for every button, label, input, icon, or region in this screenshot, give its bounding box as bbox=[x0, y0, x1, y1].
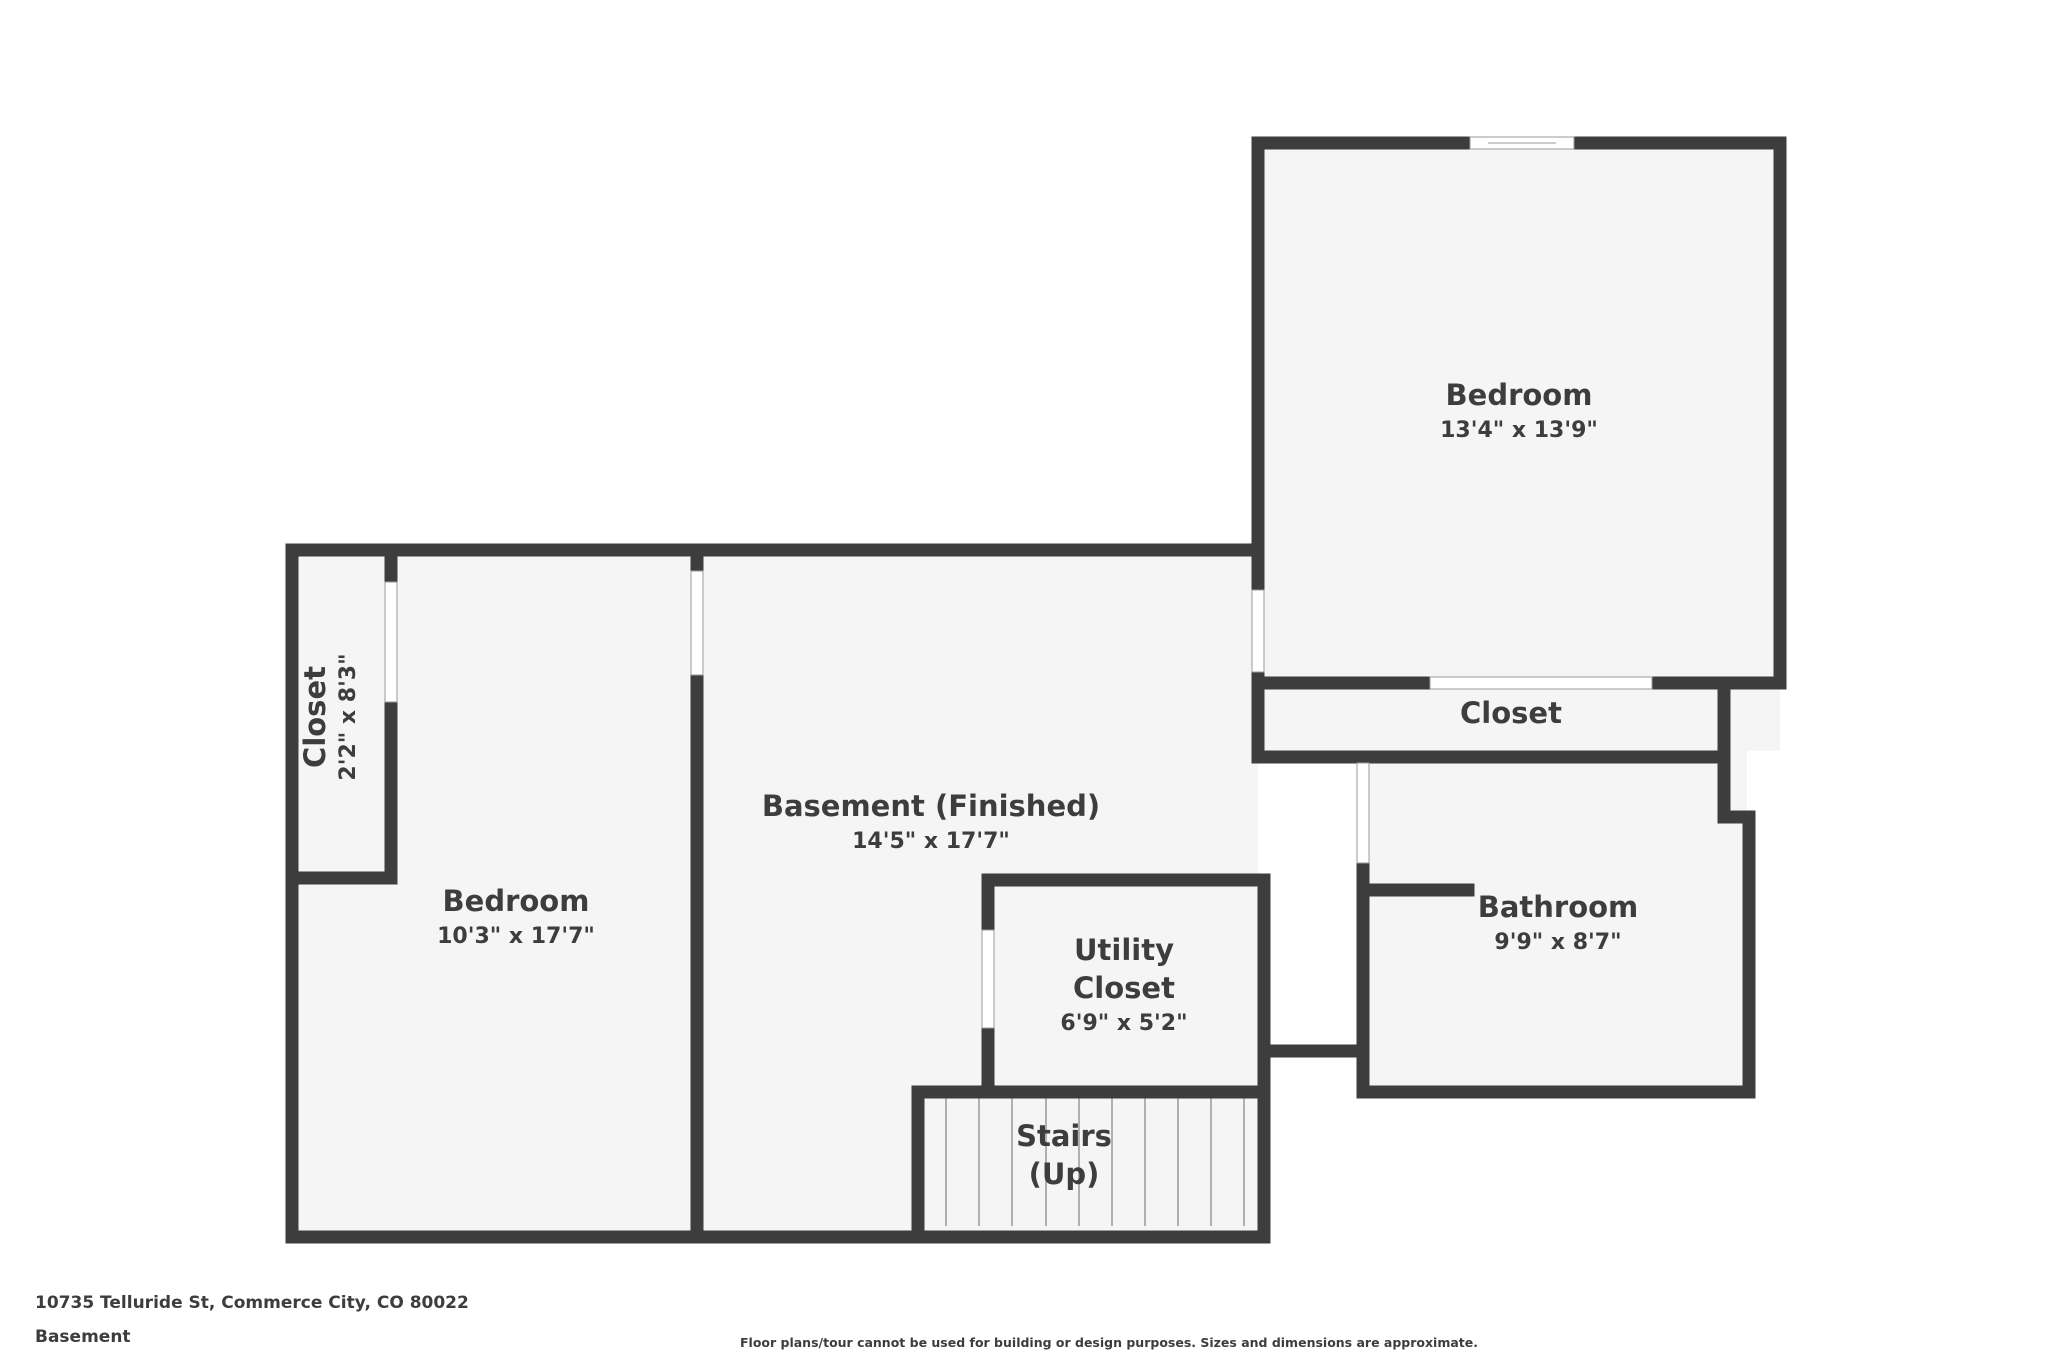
bathroom-dims: 9'9" x 8'7" bbox=[1494, 930, 1621, 955]
openings bbox=[384, 136, 1653, 1029]
upper-bedroom-floor bbox=[1258, 143, 1780, 751]
stair-treads bbox=[945, 1096, 1245, 1226]
basement-name: Basement (Finished) bbox=[762, 789, 1100, 823]
upper-bedroom-name: Bedroom bbox=[1446, 378, 1593, 412]
main-level-floor bbox=[292, 555, 1258, 1232]
upper-closet-name: Closet bbox=[1460, 696, 1562, 730]
left-closet-name: Closet bbox=[298, 666, 332, 768]
left-closet-label: Closet 2'2" x 8'3" bbox=[298, 653, 361, 780]
bathroom-floor bbox=[1358, 751, 1747, 1089]
utility-name-line1: Utility bbox=[1074, 933, 1174, 967]
door-utility-closet bbox=[981, 929, 995, 1029]
left-closet-dims: 2'2" x 8'3" bbox=[336, 653, 361, 780]
bathroom-name: Bathroom bbox=[1478, 890, 1639, 924]
lower-bedroom-dims: 10'3" x 17'7" bbox=[437, 924, 595, 949]
door-bathroom bbox=[1356, 762, 1370, 864]
upper-bedroom-dims: 13'4" x 13'9" bbox=[1440, 418, 1598, 443]
property-address: 10735 Telluride St, Commerce City, CO 80… bbox=[35, 1293, 469, 1313]
basement-dims: 14'5" x 17'7" bbox=[852, 829, 1010, 854]
stairs-name-line1: Stairs bbox=[1016, 1119, 1112, 1153]
door-left-closet bbox=[384, 581, 398, 703]
utility-dims: 6'9" x 5'2" bbox=[1060, 1011, 1187, 1036]
floor-label: Basement bbox=[35, 1327, 131, 1347]
lower-bedroom-name: Bedroom bbox=[443, 884, 590, 918]
walls bbox=[285, 136, 1787, 1244]
utility-name-line2: Closet bbox=[1073, 971, 1175, 1005]
door-upper-closet bbox=[1429, 676, 1653, 690]
disclaimer: Floor plans/tour cannot be used for buil… bbox=[740, 1335, 1478, 1350]
door-lower-bedroom bbox=[690, 570, 704, 676]
door-upper-bedroom bbox=[1251, 589, 1265, 673]
stairs-name-line2: (Up) bbox=[1029, 1157, 1100, 1191]
floor-fills bbox=[292, 143, 1780, 1232]
